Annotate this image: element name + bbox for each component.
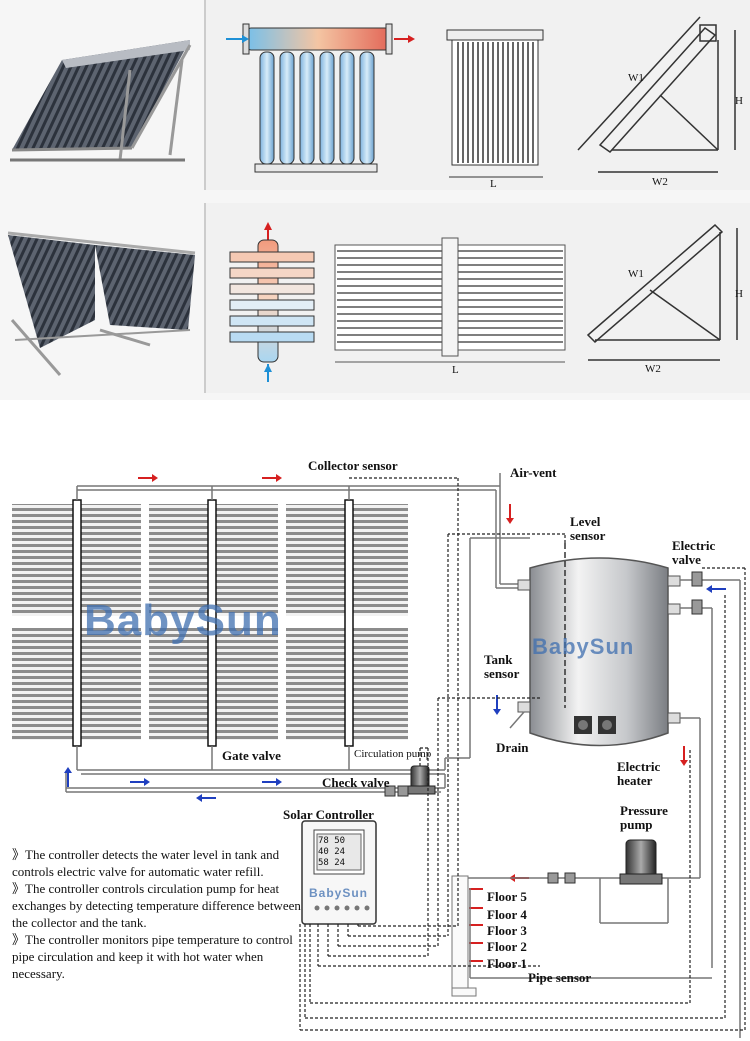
label-floor-2: Floor 2	[487, 939, 527, 954]
label-floor-5: Floor 5	[487, 889, 527, 904]
display-value: 24	[334, 847, 346, 857]
flow-arrows	[64, 474, 726, 962]
dim-w2-top: W2	[652, 176, 668, 188]
dim-w1-bottom: W1	[628, 268, 644, 280]
label-collector-sensor: Collector sensor	[308, 458, 398, 473]
return-pipe	[65, 537, 530, 793]
display-value: 58	[318, 858, 329, 868]
description-item: 》The controller monitors pipe temperatur…	[12, 932, 293, 981]
collector-photo-2	[7, 231, 196, 376]
manifold-schematic-2	[229, 222, 315, 382]
sensor-wires	[299, 477, 746, 1031]
dim-l-top: L	[490, 178, 497, 190]
label-drain: Drain	[496, 740, 529, 755]
side-view-schematic-2	[586, 223, 738, 361]
label-pipe-sensor: Pipe sensor	[528, 970, 592, 985]
description-item: 》The controller detects the water level …	[12, 847, 280, 879]
water-tank	[517, 543, 681, 747]
side-view-schematic-1	[577, 16, 736, 173]
system-diagram	[12, 473, 746, 1038]
display-value: 24	[334, 858, 346, 868]
product-images-panel	[0, 0, 750, 400]
controller-display: 78 50 40 24 58 24	[318, 836, 360, 869]
solar-controller-box	[301, 820, 377, 925]
label-circulation-pump: Circulation pump	[354, 748, 432, 760]
dim-h-top: H	[735, 95, 743, 107]
label-electric-heater: Electric heater	[617, 759, 661, 788]
manifold-schematic-1	[226, 23, 415, 173]
valves	[384, 571, 703, 884]
label-floor-4: Floor 4	[487, 907, 527, 922]
collector-photo-1	[10, 40, 192, 162]
label-electric-valve: Electric valve	[672, 538, 716, 567]
dim-w2-bottom: W2	[645, 363, 661, 375]
label-level-sensor: Level sensor	[570, 514, 606, 543]
dim-h-bottom: H	[735, 288, 743, 300]
label-solar-controller: Solar Controller	[283, 807, 374, 822]
dim-l-bottom: L	[452, 364, 459, 376]
floor-manifold	[451, 875, 477, 997]
label-check-valve: Check valve	[322, 775, 390, 790]
collector-top-pipe	[76, 473, 530, 589]
display-value: 78	[318, 836, 329, 846]
pressure-pump-graphic	[619, 839, 663, 885]
dim-w1-top: W1	[628, 72, 644, 84]
front-view-schematic-1	[446, 29, 544, 178]
display-value: 50	[334, 836, 346, 846]
label-floor-3: Floor 3	[487, 923, 527, 938]
brand-watermark-controller: BabySun	[309, 886, 369, 900]
brand-watermark-tank: BabySun	[532, 634, 635, 659]
brand-watermark-collector: BabySun	[84, 596, 282, 645]
label-gate-valve: Gate valve	[222, 748, 281, 763]
collector-array	[12, 499, 408, 747]
label-floor-1: Floor 1	[487, 956, 527, 971]
front-view-schematic-2	[334, 237, 566, 363]
description-item: 》The controller controls circulation pum…	[12, 881, 301, 930]
vacuum-tubes	[259, 51, 375, 165]
label-pressure-pump: Pressure pump	[620, 803, 668, 832]
label-air-vent: Air-vent	[510, 465, 557, 480]
label-tank-sensor: Tank sensor	[484, 652, 520, 681]
display-value: 40	[318, 847, 329, 857]
description-text: 》The controller detects the water level …	[12, 846, 302, 982]
